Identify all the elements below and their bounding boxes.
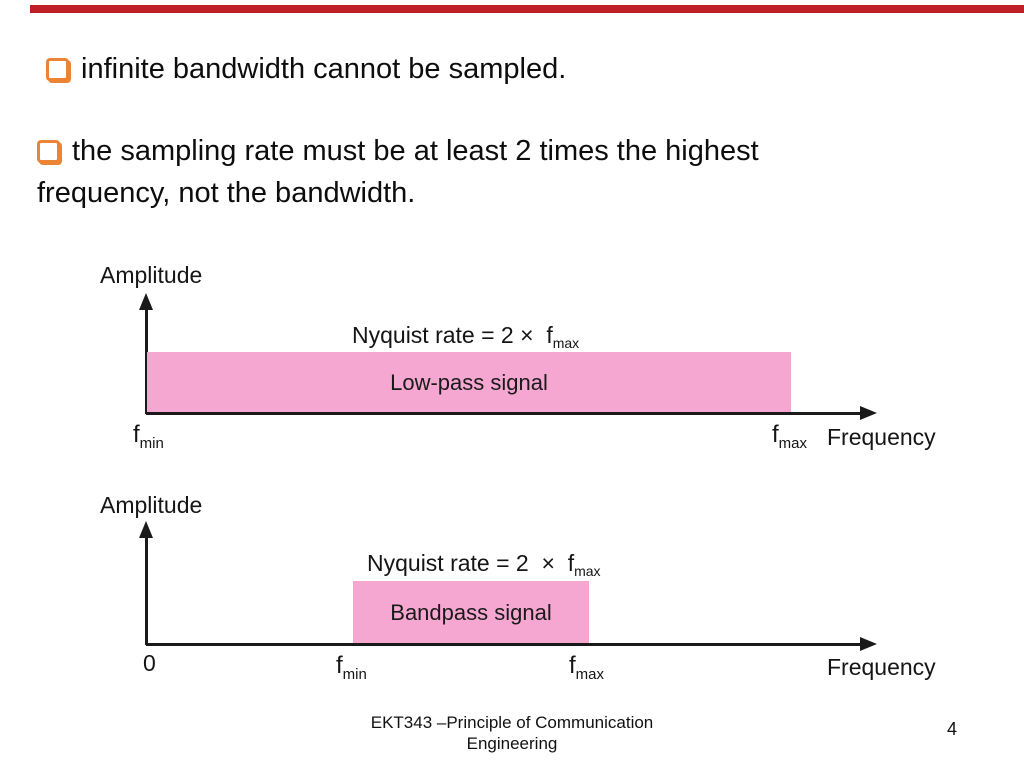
page-number: 4 (947, 719, 958, 739)
amplitude-axis-label: Amplitude (100, 262, 203, 288)
bullet-item-1: infinite bandwidth cannot be sampled. (46, 48, 566, 90)
bandpass-band: Bandpass signal (353, 581, 589, 644)
right-arrow-icon (860, 406, 877, 420)
fmin-label: fmin (336, 652, 367, 683)
right-arrow-icon (860, 637, 877, 651)
top-red-bar (30, 5, 1024, 13)
fmin-label: fmin (133, 421, 164, 452)
up-arrow-icon (139, 293, 153, 310)
up-arrow-icon (139, 521, 153, 538)
footer-course-title-line-1: EKT343 –Principle of Communication (370, 713, 654, 732)
lowpass-band: Low-pass signal (147, 352, 791, 413)
amplitude-axis (145, 308, 148, 414)
origin-zero-label: 0 (143, 650, 156, 676)
bullet-2-text-line-2: frequency, not the bandwidth. (37, 177, 416, 209)
checkbox-bullet-icon (37, 140, 60, 163)
bullet-item-2: the sampling rate must be at least 2 tim… (37, 130, 927, 214)
footer-course-title-line-2: Engineering (466, 734, 558, 753)
lowpass-band-label: Low-pass signal (390, 369, 548, 395)
footer: EKT343 –Principle of Communication Engin… (0, 712, 1024, 754)
amplitude-axis (145, 536, 148, 645)
frequency-axis-label: Frequency (827, 424, 936, 450)
nyquist-rate-label: Nyquist rate = 2 × fmax (352, 322, 580, 351)
frequency-axis (146, 643, 862, 646)
fmax-label: fmax (772, 421, 808, 452)
frequency-axis-label: Frequency (827, 654, 936, 680)
bandpass-band-label: Bandpass signal (390, 599, 552, 625)
fmax-label: fmax (569, 652, 605, 683)
bullet-1-text: infinite bandwidth cannot be sampled. (81, 53, 567, 85)
amplitude-axis-label: Amplitude (100, 492, 203, 518)
nyquist-rate-label: Nyquist rate = 2 × fmax (367, 550, 601, 579)
bullet-2-text-line-1: the sampling rate must be at least 2 tim… (72, 135, 759, 167)
frequency-axis (146, 412, 862, 415)
checkbox-bullet-icon (46, 58, 69, 81)
